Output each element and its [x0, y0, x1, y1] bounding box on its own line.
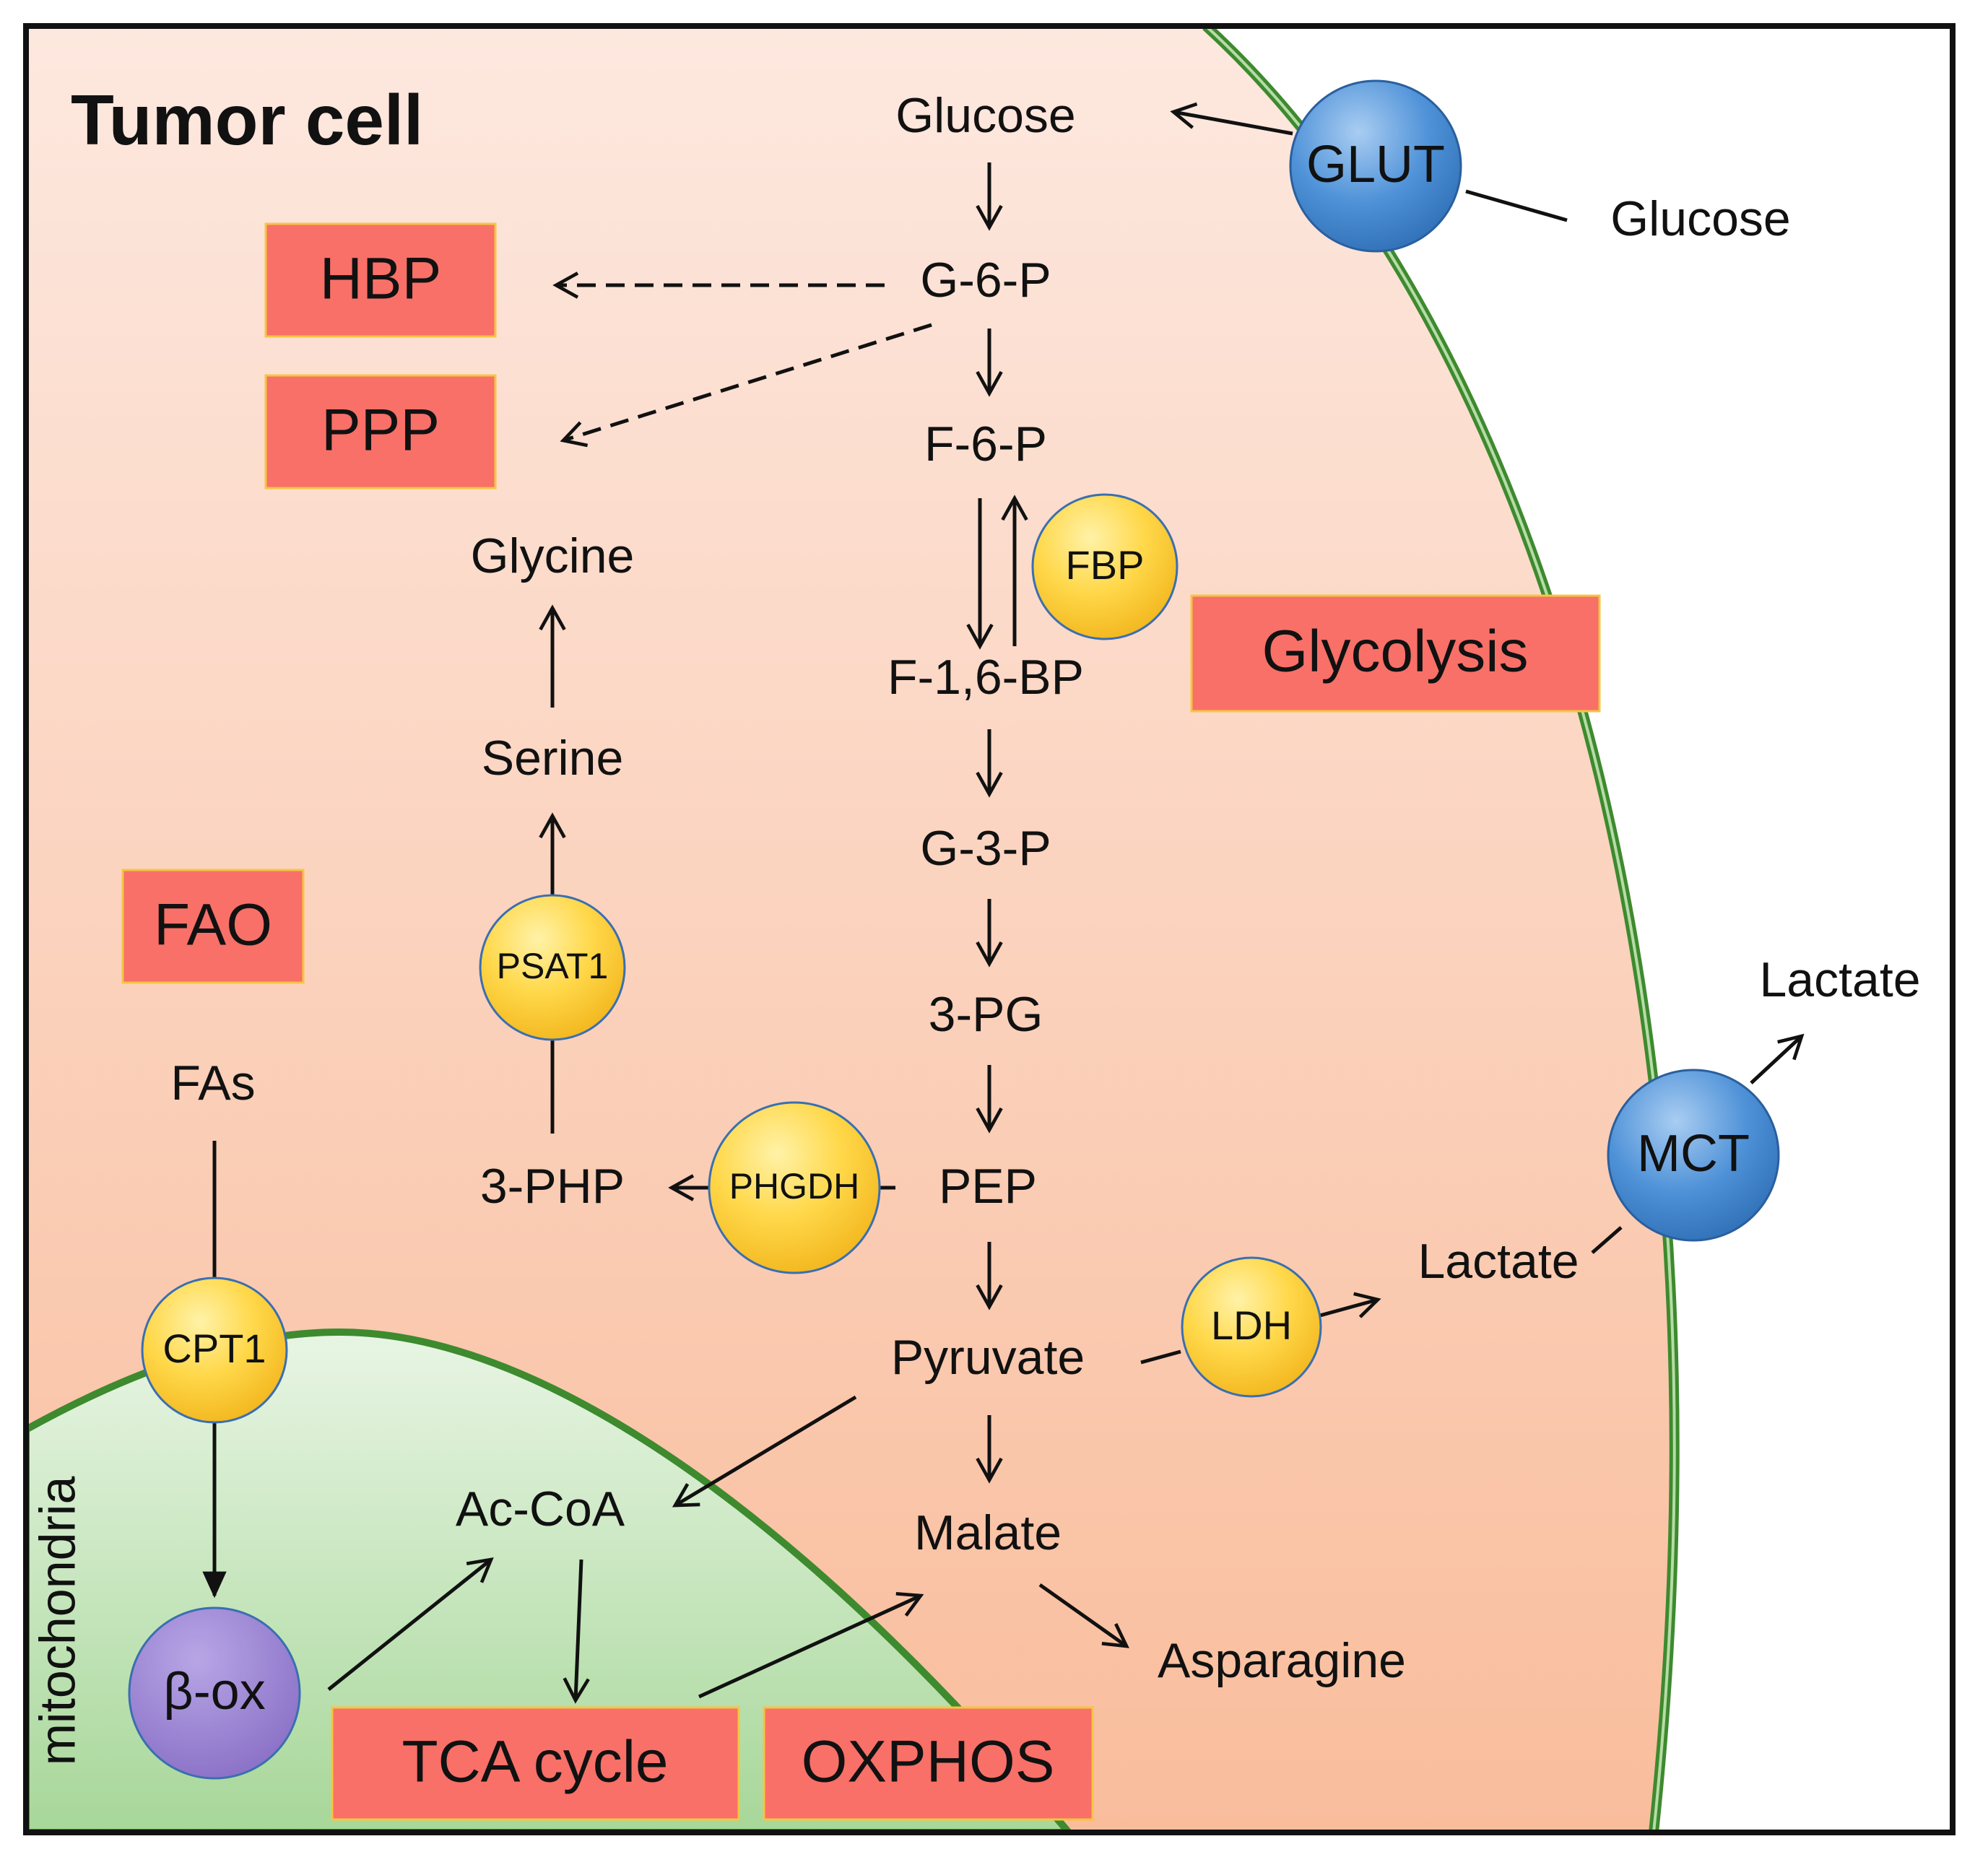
arrow-ldh-lactate [1319, 1292, 1381, 1318]
glycolysis-box: Glycolysis [1190, 594, 1601, 713]
arrow-g6p-ppp [560, 323, 932, 448]
oxphos-label: OXPHOS [802, 1729, 1055, 1795]
enzymes: FBP PSAT1 PHGDH LDH CPT1 β-ox [128, 493, 1322, 1780]
metabolite-lactate-extracellular: Lactate [1759, 952, 1920, 1007]
tca-box: TCA cycle [331, 1706, 740, 1821]
arrow-tca-malate [698, 1591, 924, 1699]
metabolite-glycine: Glycine [471, 529, 635, 583]
metabolite-3pg: 3-PG [929, 987, 1043, 1042]
phgdh-label: PHGDH [729, 1166, 860, 1206]
enzyme-phgdh: PHGDH [708, 1101, 881, 1274]
transporter-glut: GLUT [1289, 79, 1462, 253]
tca-label: TCA cycle [401, 1729, 668, 1795]
line-glucose-glut [1465, 189, 1568, 222]
metabolite-g3p: G-3-P [920, 821, 1051, 876]
metabolite-fas: FAs [170, 1056, 255, 1110]
metabolites: Glucose Glucose G-6-P F-6-P F-1,6-BP G-3… [170, 88, 1920, 1688]
arrow-mct-lactate [1750, 1033, 1805, 1084]
arrow-glut-glucose [1170, 102, 1293, 136]
beta-oxidation-node: β-ox [128, 1606, 301, 1780]
arrow-accoa-tca [563, 1559, 590, 1704]
enzyme-psat1: PSAT1 [479, 894, 626, 1041]
beta-ox-label: β-ox [163, 1663, 265, 1721]
pathway-boxes: HBP PPP Glycolysis FAO TCA cycle OXPHOS [121, 222, 1601, 1821]
fao-label: FAO [154, 892, 272, 958]
metabolite-glucose-intracellular: Glucose [895, 88, 1075, 143]
hbp-box: HBP [264, 222, 497, 338]
arrow-betaox-accoa [327, 1557, 494, 1691]
ldh-label: LDH [1211, 1302, 1292, 1348]
ppp-box: PPP [264, 374, 497, 490]
metabolite-f6p: F-6-P [924, 417, 1047, 471]
fbp-label: FBP [1066, 542, 1145, 588]
mct-label: MCT [1637, 1125, 1750, 1183]
metabolite-pyruvate: Pyruvate [891, 1330, 1085, 1385]
metabolite-g6p: G-6-P [920, 253, 1051, 308]
metabolite-malate: Malate [914, 1505, 1062, 1560]
arrow-pyruvate-accoa [672, 1395, 857, 1508]
transporters: GLUT MCT [1289, 79, 1780, 1242]
metabolite-pep: PEP [939, 1159, 1037, 1214]
glut-label: GLUT [1306, 136, 1445, 193]
frame [23, 23, 1956, 1835]
enzyme-ldh: LDH [1181, 1256, 1322, 1398]
oxphos-box: OXPHOS [763, 1706, 1094, 1821]
metabolite-lactate-intracellular: Lactate [1418, 1234, 1579, 1289]
cpt1-label: CPT1 [162, 1326, 266, 1371]
line-lactate-mct [1591, 1226, 1623, 1254]
ppp-label: PPP [321, 398, 440, 464]
line-pyruvate-ldh [1140, 1349, 1181, 1365]
arrows [202, 102, 1805, 1704]
fao-box: FAO [121, 869, 305, 984]
enzyme-cpt1: CPT1 [141, 1277, 288, 1424]
metabolite-accoa: Ac-CoA [456, 1482, 625, 1536]
transporter-mct: MCT [1607, 1069, 1780, 1242]
metabolite-f16bp: F-1,6-BP [887, 650, 1084, 705]
hbp-label: HBP [320, 246, 442, 312]
arrow-malate-asparagine [1038, 1583, 1129, 1648]
psat1-label: PSAT1 [497, 946, 609, 986]
metabolite-serine: Serine [482, 731, 624, 786]
cell-title: Tumor cell [71, 80, 423, 160]
enzyme-fbp: FBP [1031, 493, 1179, 640]
metabolite-glucose-extracellular: Glucose [1610, 191, 1790, 246]
metabolite-asparagine: Asparagine [1158, 1633, 1406, 1688]
glycolysis-label: Glycolysis [1262, 619, 1528, 684]
metabolite-3php: 3-PHP [480, 1159, 625, 1214]
mitochondria-label: mitochondria [29, 1477, 85, 1766]
